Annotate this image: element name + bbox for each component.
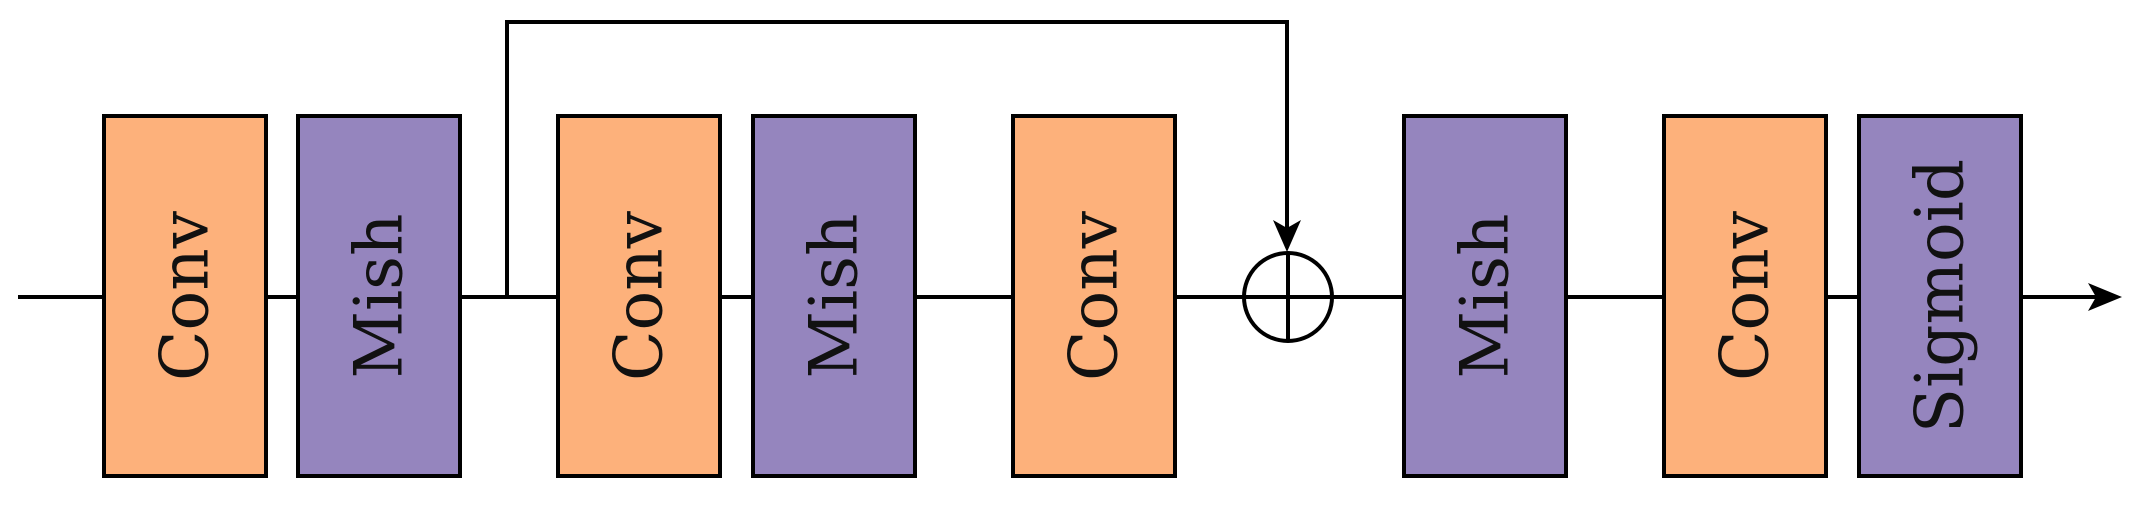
- block-label: Mish: [341, 213, 418, 378]
- block-box: [296, 114, 462, 478]
- block-box: [751, 114, 917, 478]
- block-conv-1: Conv: [102, 114, 268, 478]
- block-label: Mish: [1447, 213, 1524, 378]
- block-label: Sigmoid: [1902, 159, 1979, 433]
- block-box: [1857, 114, 2023, 478]
- block-conv-3: Conv: [556, 114, 722, 478]
- block-mish-6: Mish: [1402, 114, 1568, 478]
- plus-circle-icon: [1242, 251, 1334, 343]
- block-box: [1011, 114, 1177, 478]
- block-label: Conv: [1056, 210, 1133, 381]
- block-label: Conv: [601, 210, 678, 381]
- block-conv-5: Conv: [1011, 114, 1177, 478]
- output-arrow-head-icon: [2088, 283, 2122, 311]
- block-box: [1662, 114, 1828, 478]
- block-box: [556, 114, 722, 478]
- block-mish-2: Mish: [296, 114, 462, 478]
- block-label: Mish: [796, 213, 873, 378]
- block-mish-4: Mish: [751, 114, 917, 478]
- block-box: [1402, 114, 1568, 478]
- skip-arrow-head-icon: [1273, 220, 1301, 252]
- block-label: Conv: [1707, 210, 1784, 381]
- block-conv-7: Conv: [1662, 114, 1828, 478]
- block-sigmoid-8: Sigmoid: [1857, 114, 2023, 478]
- skip-connection-line: [505, 20, 1289, 297]
- block-label: Conv: [147, 210, 224, 381]
- block-box: [102, 114, 268, 478]
- blocks-layer: Conv Mish Conv Mish Conv Mish Conv Sigmoid: [102, 114, 2023, 478]
